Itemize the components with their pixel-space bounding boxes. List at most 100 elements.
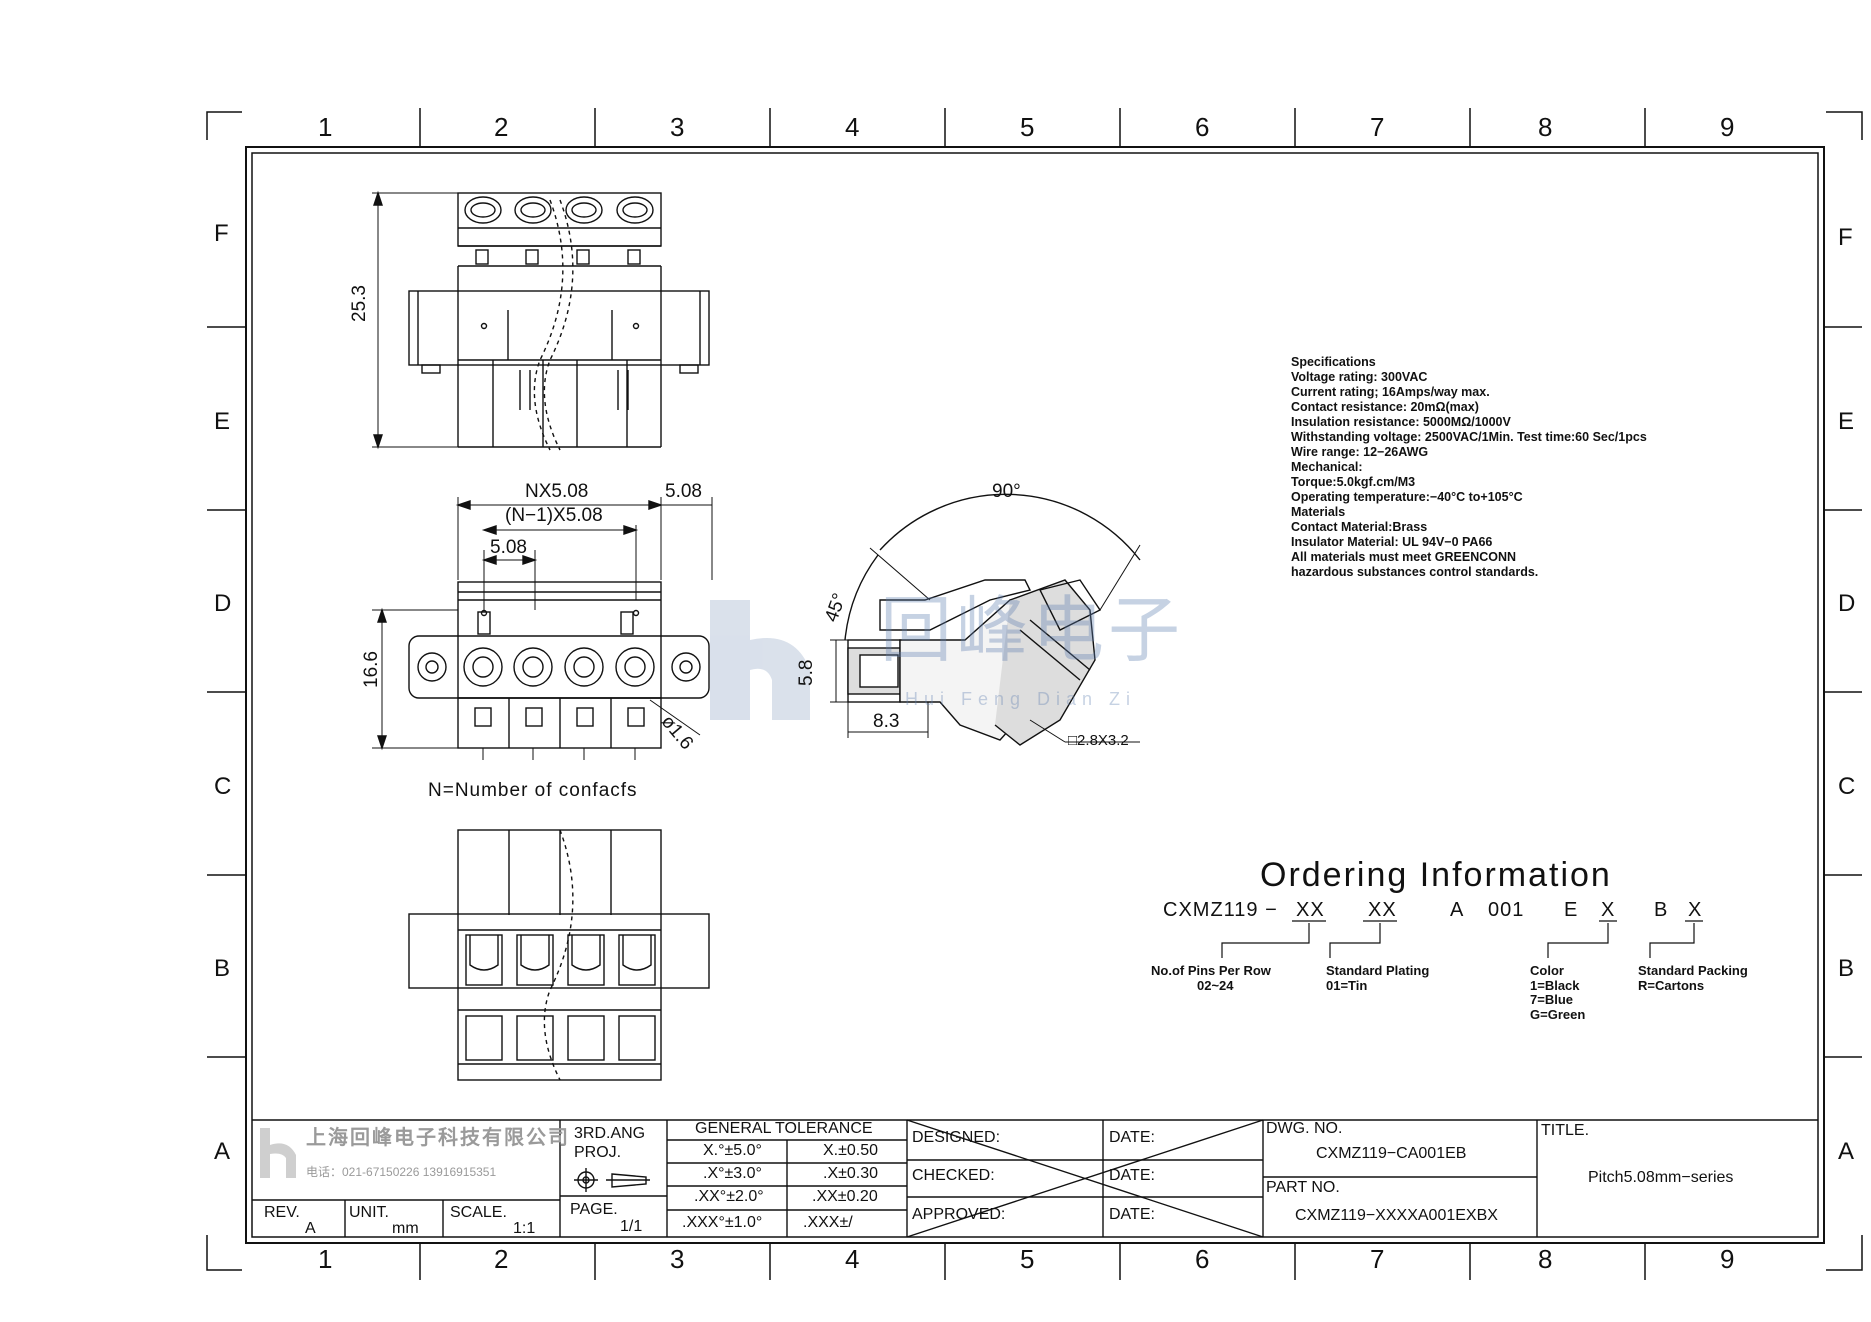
approved-label: APPROVED:	[912, 1206, 1006, 1223]
dim-angle-90: 90°	[992, 481, 1021, 502]
spec-line: All materials must meet GREENCONN	[1291, 550, 1517, 564]
date-label-checked: DATE:	[1109, 1167, 1155, 1184]
ordering-field-plating: XX	[1368, 899, 1397, 921]
dim-side-58: 5.8	[796, 659, 817, 686]
ordering-code-prefix: CXMZ119 −	[1163, 899, 1278, 921]
front-view	[372, 497, 713, 760]
plating-value: 01=Tin	[1326, 978, 1368, 993]
tolerance-linear-2: .XX±0.20	[812, 1188, 878, 1205]
tolerance-angle-2: .XX°±2.0°	[694, 1188, 764, 1205]
row-label-f: F	[214, 220, 229, 247]
ordering-field-packing: X	[1688, 899, 1703, 921]
date-label-approved: DATE:	[1109, 1206, 1155, 1223]
spec-line: Materials	[1291, 505, 1346, 519]
tolerance-angle-1: .X°±3.0°	[703, 1165, 762, 1182]
col-label-4: 4	[845, 112, 860, 142]
row-label-b: B	[214, 955, 231, 982]
date-label-designed: DATE:	[1109, 1129, 1155, 1146]
inner-frame	[251, 152, 1819, 1238]
spec-line: Voltage rating: 300VAC	[1291, 370, 1428, 384]
projection-label-2: PROJ.	[574, 1144, 622, 1161]
color-value-green: G=Green	[1530, 1007, 1586, 1022]
ordering-code-e: E	[1564, 899, 1579, 921]
plating-label: Standard Plating	[1326, 963, 1430, 978]
dim-height-mid: 16.6	[361, 651, 382, 688]
dim-n1x: (N−1)X5.08	[505, 505, 603, 526]
watermark-cn: 回峰电子	[880, 591, 1185, 671]
spec-line: Insulator Material: UL 94V−0 PA66	[1291, 535, 1493, 549]
col-label-8: 8	[1538, 112, 1553, 142]
spec-line: Torque:5.0kgf.cm/M3	[1291, 475, 1416, 489]
tolerance-linear-3: .XXX±/	[803, 1214, 853, 1231]
dim-pin-size: □2.8X3.2	[1068, 732, 1129, 749]
spec-line: Wire range: 12−26AWG	[1291, 445, 1429, 459]
company-name: 上海回峰电子科技有限公司	[306, 1127, 570, 1149]
ordering-code-001: 001	[1488, 899, 1525, 921]
row-label-d: D	[214, 590, 232, 617]
dim-height-top: 25.3	[349, 285, 370, 322]
col-label-5: 5	[1020, 112, 1035, 142]
col-label-6-bottom: 6	[1195, 1244, 1210, 1274]
tolerance-linear-0: X.±0.50	[823, 1142, 879, 1159]
ordering-code-b: B	[1654, 899, 1669, 921]
scale-label: SCALE.	[450, 1204, 507, 1221]
watermark-logo	[710, 600, 810, 720]
tolerance-linear-1: .X±0.30	[823, 1165, 879, 1182]
dim-pitch: 5.08	[490, 537, 527, 558]
col-label-6: 6	[1195, 112, 1210, 142]
unit-label: UNIT.	[349, 1204, 389, 1221]
specifications-block: Specifications Voltage rating: 300VAC Cu…	[1291, 356, 1647, 581]
pins-value: 02~24	[1197, 978, 1234, 993]
pins-label: No.of Pins Per Row	[1151, 963, 1271, 978]
packing-value: R=Cartons	[1638, 978, 1705, 993]
row-label-e: E	[214, 408, 231, 435]
page-label: PAGE.	[570, 1201, 618, 1218]
ordering-code-a: A	[1450, 899, 1465, 921]
unit-value: mm	[392, 1220, 419, 1237]
color-value-black: 1=Black	[1530, 978, 1580, 993]
grid-ticks	[207, 108, 1862, 1280]
corner-mark-tr	[1826, 111, 1863, 140]
col-label-8-bottom: 8	[1538, 1244, 1553, 1274]
spec-line: hazardous substances control standards.	[1291, 565, 1539, 579]
tolerance-angle-0: X.°±5.0°	[703, 1142, 762, 1159]
ordering-field-color: X	[1601, 899, 1616, 921]
spec-line: Current rating; 16Amps/way max.	[1291, 385, 1490, 399]
side-view	[830, 493, 1141, 746]
packing-label: Standard Packing	[1638, 963, 1748, 978]
col-label-5-bottom: 5	[1020, 1244, 1035, 1274]
spec-line: Insulation resistance: 5000MΩ/1000V	[1291, 415, 1511, 429]
dwg-no-value: CXMZ119−CA001EB	[1316, 1145, 1467, 1162]
col-label-1-bottom: 1	[318, 1244, 333, 1274]
rev-label: REV.	[264, 1204, 300, 1221]
projection-label-1: 3RD.ANG	[574, 1125, 646, 1142]
col-label-4-bottom: 4	[845, 1244, 860, 1274]
col-label-1: 1	[318, 112, 333, 142]
dwg-no-label: DWG. NO.	[1266, 1120, 1343, 1137]
general-tolerance-title: GENERAL TOLERANCE	[695, 1120, 873, 1137]
outer-frame	[245, 146, 1825, 1244]
col-label-2: 2	[494, 112, 509, 142]
color-label: Color	[1530, 963, 1564, 978]
dim-side-83: 8.3	[873, 711, 900, 732]
spec-line: Contact Material:Brass	[1291, 520, 1428, 534]
col-label-7: 7	[1370, 112, 1385, 142]
row-label-f-right: F	[1838, 224, 1853, 251]
spec-line: Contact resistance: 20mΩ(max)	[1291, 400, 1479, 414]
ordering-field-pins: XX	[1296, 899, 1325, 921]
dim-nx: NX5.08	[525, 481, 589, 502]
col-label-9: 9	[1720, 112, 1735, 142]
corner-mark-tl	[206, 111, 242, 140]
company-phone: 电话：021-67150226 13916915351	[306, 1165, 497, 1179]
part-no-value: CXMZ119−XXXXA001EXBX	[1295, 1207, 1498, 1224]
dim-pitch-right: 5.08	[665, 481, 702, 502]
checked-label: CHECKED:	[912, 1167, 995, 1184]
row-label-b-right: B	[1838, 955, 1855, 982]
ordering-title: Ordering Information	[1260, 856, 1612, 894]
corner-mark-bl	[206, 1235, 242, 1271]
row-label-c-right: C	[1838, 773, 1856, 800]
corner-mark-br	[1826, 1235, 1863, 1271]
page-value: 1/1	[620, 1218, 643, 1235]
designed-label: DESIGNED:	[912, 1129, 1001, 1146]
